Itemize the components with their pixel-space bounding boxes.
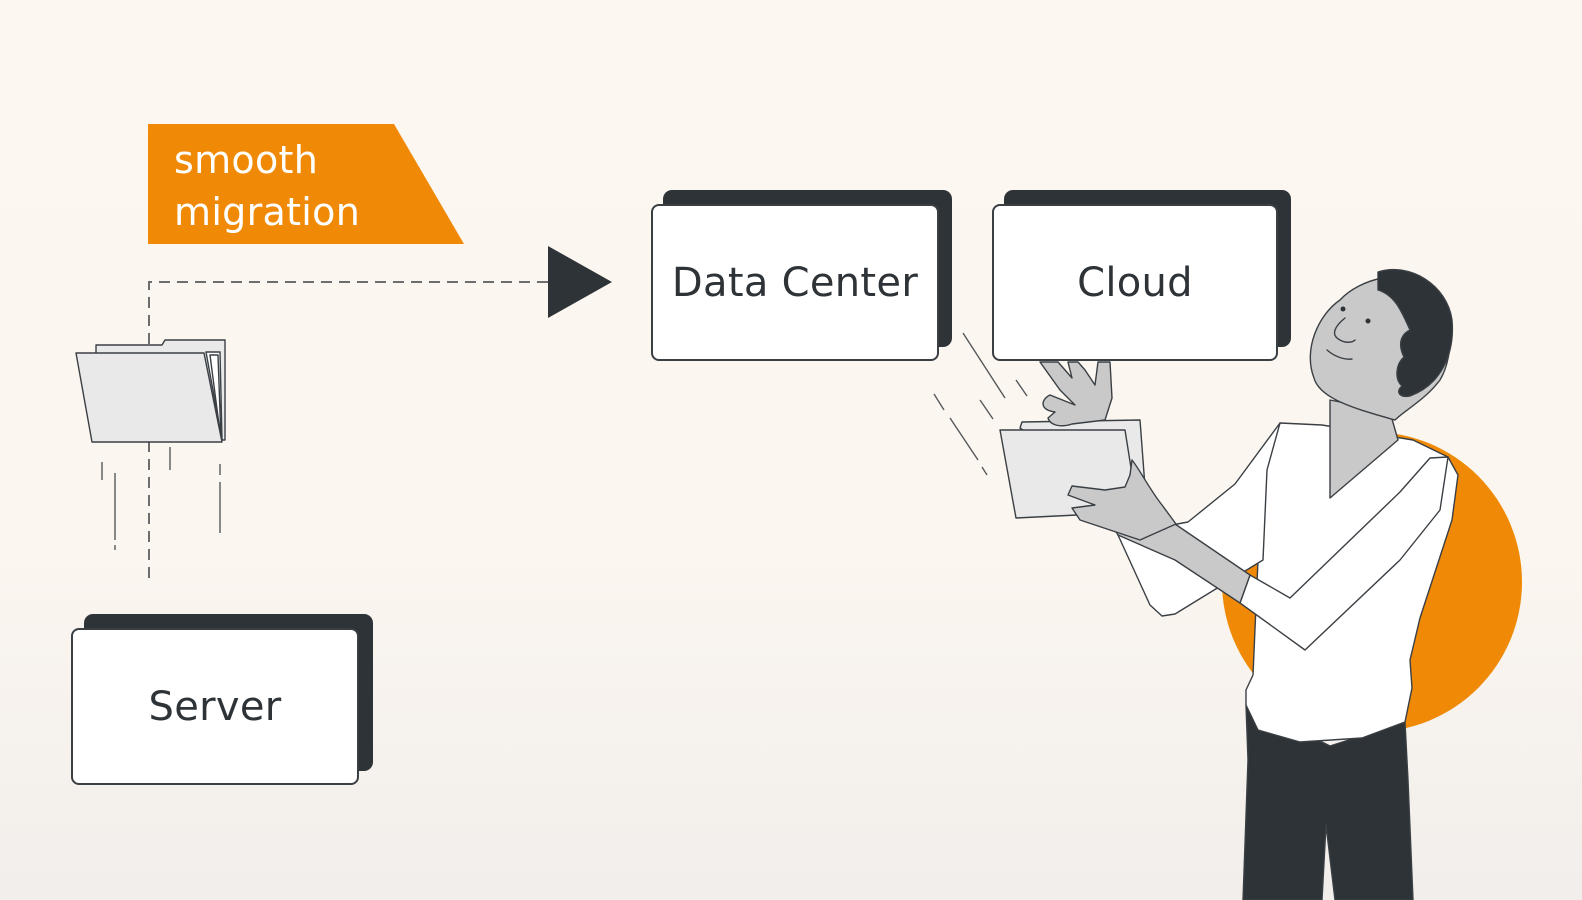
mouth: [1326, 349, 1353, 360]
arrow-head-icon: [548, 246, 612, 318]
data-center-box: Data Center: [651, 204, 939, 361]
eye-left: [1340, 306, 1346, 312]
smooth-migration-banner: smooth migration: [148, 124, 464, 245]
motion-lines-right: [933, 332, 1028, 476]
banner-shape: [148, 124, 464, 244]
eye-right: [1365, 318, 1371, 324]
hair: [1377, 268, 1454, 398]
hand-upper: [1039, 361, 1113, 427]
hand-lower: [1067, 459, 1177, 541]
cloud-label: Cloud: [1077, 259, 1193, 306]
banner-text: smooth migration: [174, 134, 360, 238]
motion-lines: [101, 447, 221, 550]
data-center-label: Data Center: [671, 259, 919, 306]
folder-icon: [75, 339, 226, 443]
cloud-box: Cloud: [992, 204, 1278, 361]
banner-line-2: migration: [174, 190, 361, 234]
server-label: Server: [148, 683, 282, 730]
nose: [1333, 317, 1356, 343]
server-box: Server: [71, 628, 359, 785]
dashed-connector: [148, 281, 548, 578]
banner-line-1: smooth: [174, 138, 319, 182]
